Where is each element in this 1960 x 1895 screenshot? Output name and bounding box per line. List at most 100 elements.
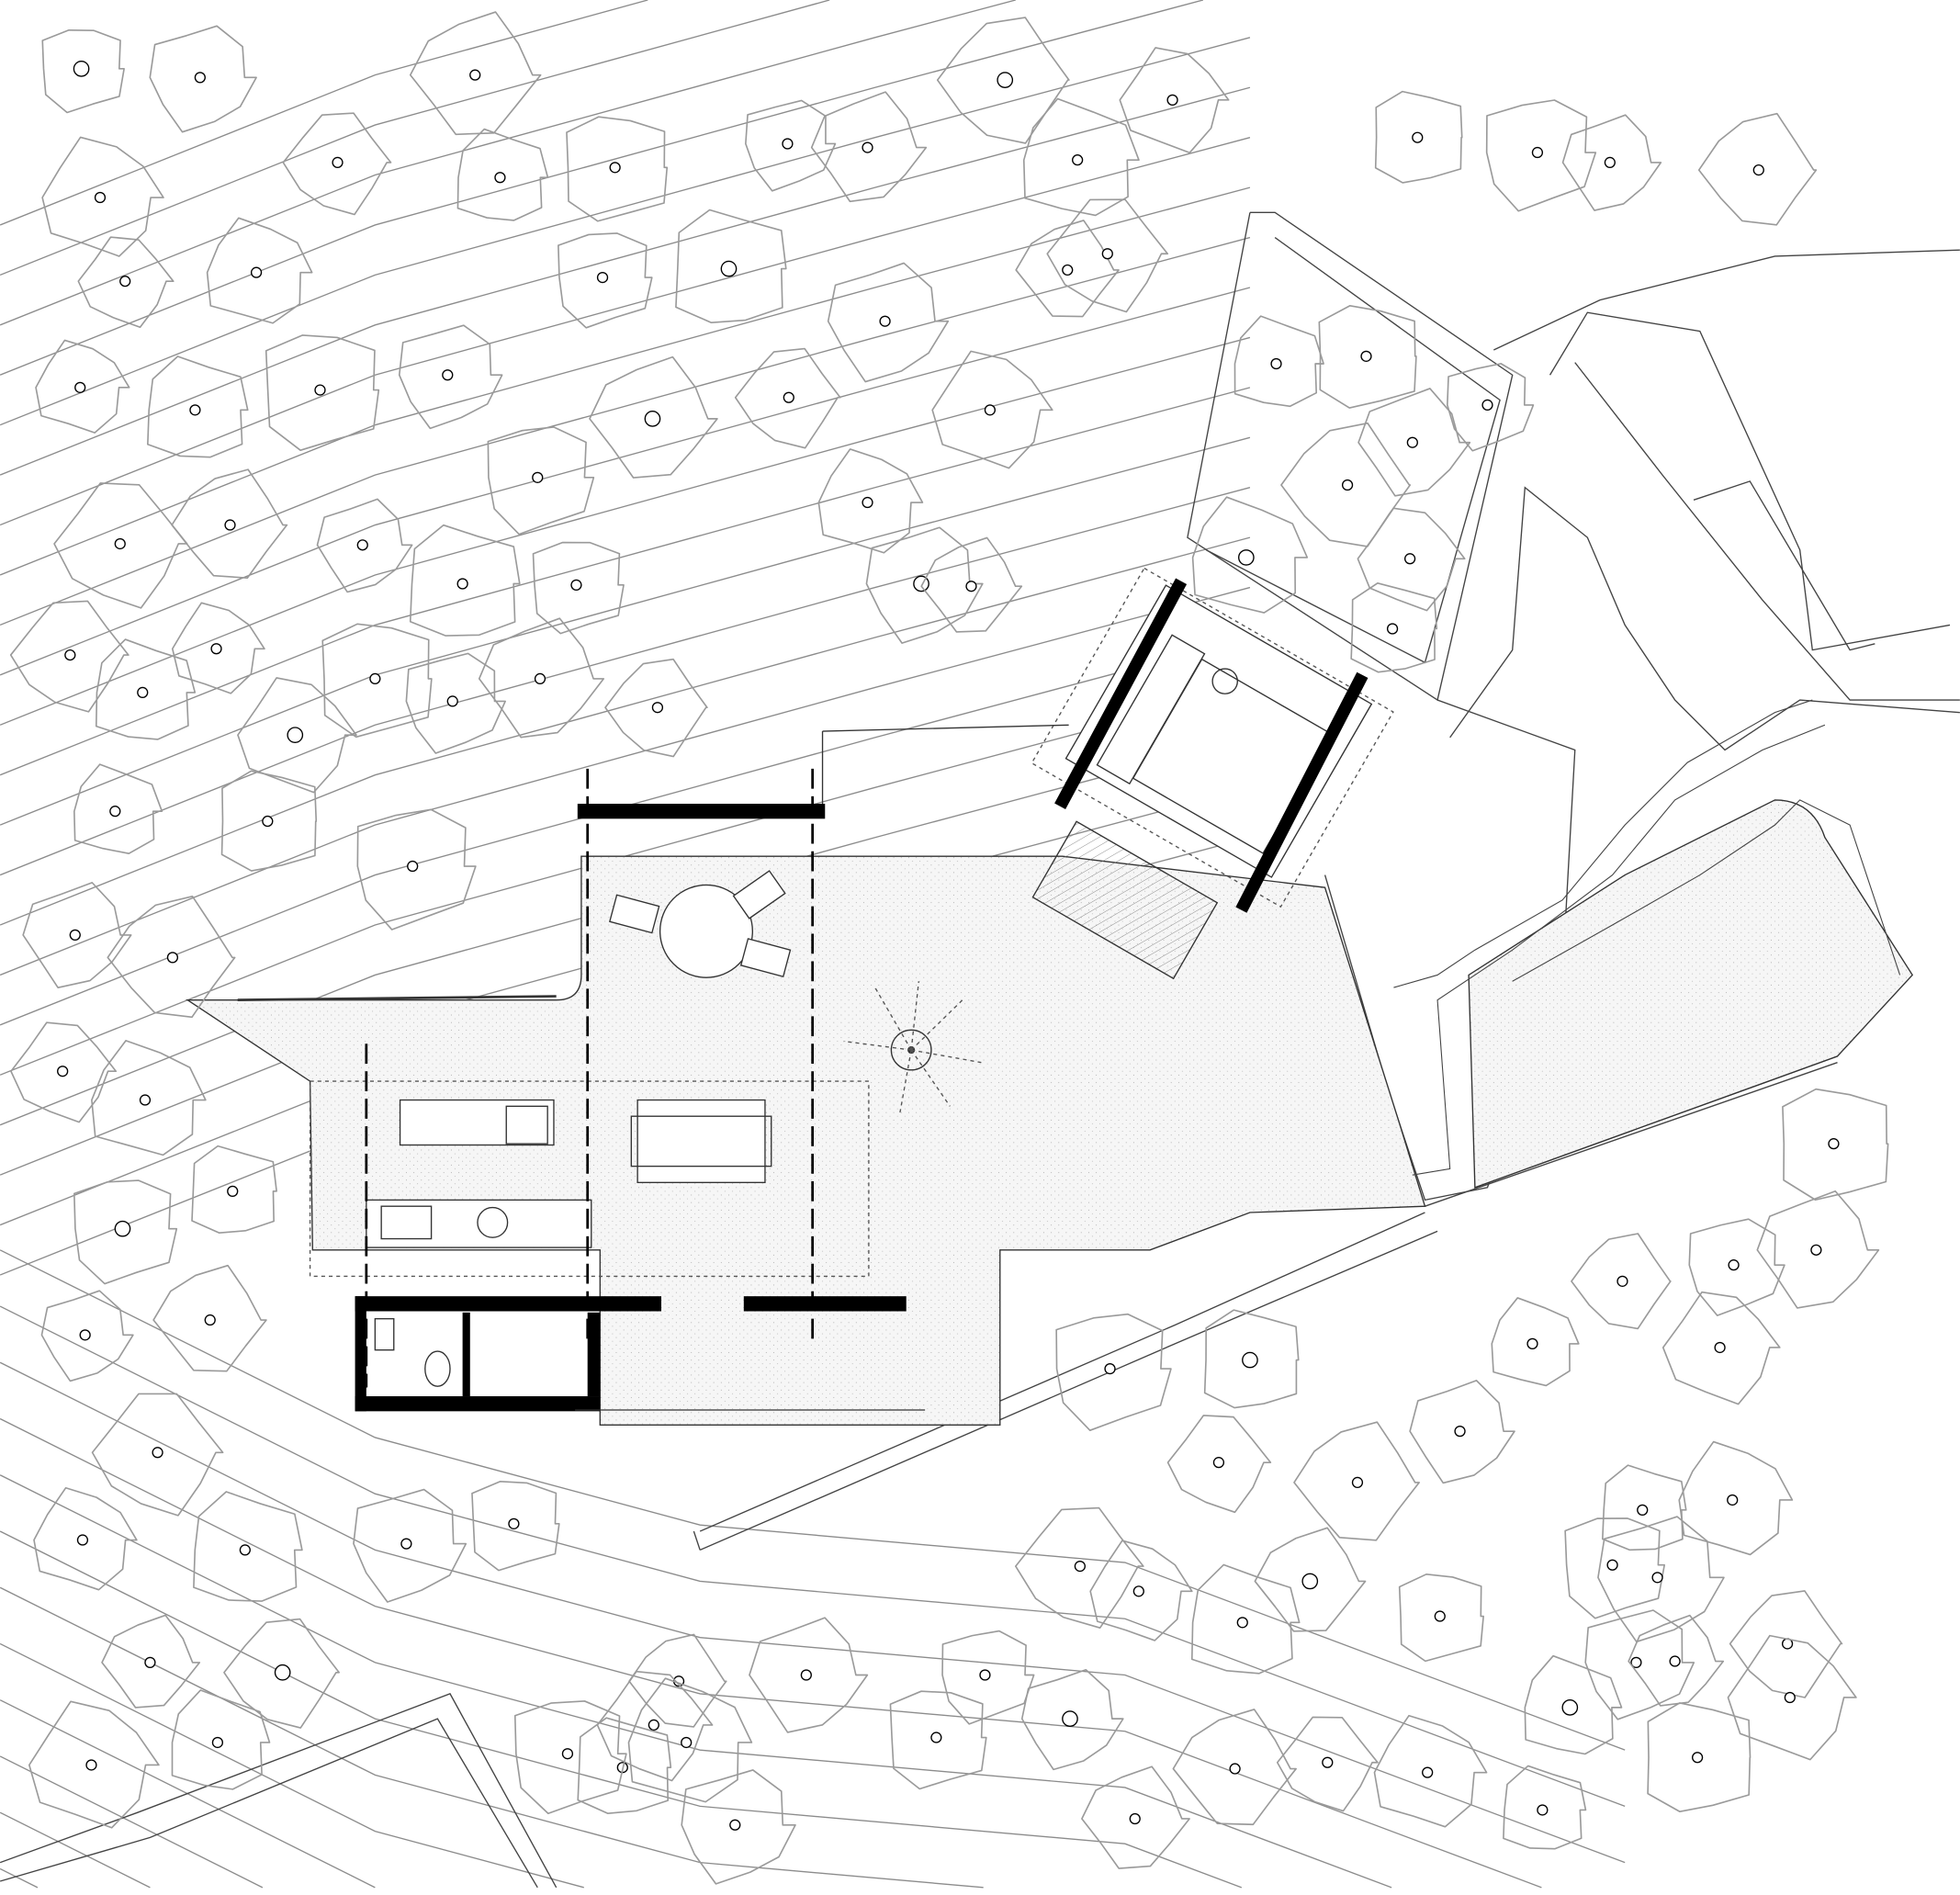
tree-trunk: [109, 806, 121, 818]
tree-canopy: [1584, 1609, 1695, 1720]
tree-canopy: [1015, 220, 1120, 318]
tree-canopy: [1661, 1291, 1781, 1405]
tree-canopy: [745, 99, 837, 192]
tree-canopy: [456, 128, 549, 221]
tree-trunk: [287, 727, 304, 744]
tree: [456, 128, 549, 221]
tree-trunk: [913, 575, 929, 592]
tree-canopy: [1727, 1634, 1857, 1761]
tree-canopy: [1678, 1440, 1794, 1556]
tree: [745, 99, 837, 192]
tree: [353, 1488, 467, 1603]
tree: [1647, 1702, 1752, 1813]
tree-canopy: [1628, 1614, 1725, 1707]
tree-trunk: [984, 404, 997, 416]
tree-canopy: [9, 600, 130, 713]
tree-trunk: [76, 1534, 89, 1546]
tree-trunk: [862, 141, 873, 153]
tree-canopy: [889, 1690, 987, 1790]
tree-trunk: [1242, 1351, 1258, 1369]
tree-trunk: [1360, 350, 1372, 362]
tree-canopy: [206, 217, 313, 324]
tree-canopy: [1203, 1309, 1300, 1409]
tree: [171, 602, 265, 694]
tree-trunk: [1434, 1610, 1446, 1622]
tree-canopy: [1191, 496, 1309, 614]
tree: [1661, 1291, 1781, 1405]
tree-canopy: [1089, 1540, 1193, 1641]
tree: [487, 426, 595, 536]
tree-canopy: [566, 116, 669, 222]
tree-trunk: [1637, 1504, 1649, 1516]
tree: [1697, 112, 1818, 226]
tree-trunk: [73, 60, 90, 77]
tree: [265, 334, 380, 451]
tree-trunk: [782, 138, 794, 150]
tree: [1046, 198, 1169, 313]
tree: [33, 1486, 138, 1591]
tree-trunk: [979, 1669, 991, 1681]
tree-trunk: [1784, 1691, 1796, 1704]
tree-trunk: [1212, 1457, 1225, 1469]
tree: [1172, 1709, 1297, 1826]
tree-canopy: [1276, 1716, 1379, 1812]
tree: [1280, 422, 1412, 547]
contour-line: [0, 1755, 264, 1889]
tree: [513, 1700, 627, 1815]
tree-canopy: [1597, 1516, 1725, 1643]
tree-canopy: [316, 498, 413, 593]
tree-canopy: [223, 1618, 340, 1729]
tree: [1584, 1609, 1695, 1720]
tree: [9, 600, 130, 713]
tree-canopy: [41, 28, 125, 114]
tree-trunk: [1412, 131, 1424, 143]
tree-trunk: [1616, 1275, 1628, 1287]
tree-trunk: [189, 404, 201, 416]
upper-pavilion: [1031, 567, 1394, 980]
tree-canopy: [405, 652, 506, 754]
tree-canopy: [1254, 1527, 1367, 1632]
tree-trunk: [1728, 1259, 1740, 1271]
contour-line: [0, 1811, 151, 1889]
tree-trunk: [965, 581, 977, 592]
contour-line: [0, 137, 1251, 526]
tree: [1446, 363, 1535, 452]
contour-line: [0, 336, 1251, 726]
tree-trunk: [114, 537, 126, 550]
tree-trunk: [596, 271, 609, 284]
tree-trunk: [1062, 264, 1074, 276]
tree: [628, 1633, 727, 1728]
tree-canopy: [220, 770, 318, 872]
tree: [1628, 1614, 1725, 1707]
tree-trunk: [57, 1066, 69, 1077]
tree-trunk: [194, 72, 206, 84]
tree-trunk: [1630, 1656, 1642, 1669]
contour-line: [0, 1474, 1392, 1889]
tree-trunk: [494, 172, 506, 184]
tree: [1398, 1573, 1484, 1663]
tree-canopy: [1398, 1573, 1484, 1663]
tree: [409, 11, 542, 136]
tree-trunk: [456, 578, 468, 590]
tree-trunk: [1301, 1573, 1319, 1590]
tree: [1014, 1506, 1144, 1630]
tree: [1293, 1421, 1421, 1541]
tree: [316, 498, 413, 593]
tree-trunk: [570, 579, 582, 591]
tree-trunk: [862, 496, 873, 509]
tree-canopy: [1782, 1088, 1889, 1201]
tree-trunk: [114, 1220, 131, 1237]
tree: [1597, 1516, 1725, 1643]
tree-trunk: [879, 315, 891, 327]
trees: [9, 11, 1889, 1885]
tree-canopy: [91, 1040, 207, 1156]
tree-canopy: [1561, 114, 1662, 211]
tree-trunk: [720, 260, 738, 277]
tree: [532, 541, 625, 635]
tree: [675, 209, 787, 324]
tree-canopy: [171, 602, 265, 694]
tree-canopy: [107, 896, 236, 1019]
tree: [1276, 1716, 1379, 1812]
main-building: [237, 724, 1069, 1412]
tree-canopy: [681, 1769, 796, 1885]
